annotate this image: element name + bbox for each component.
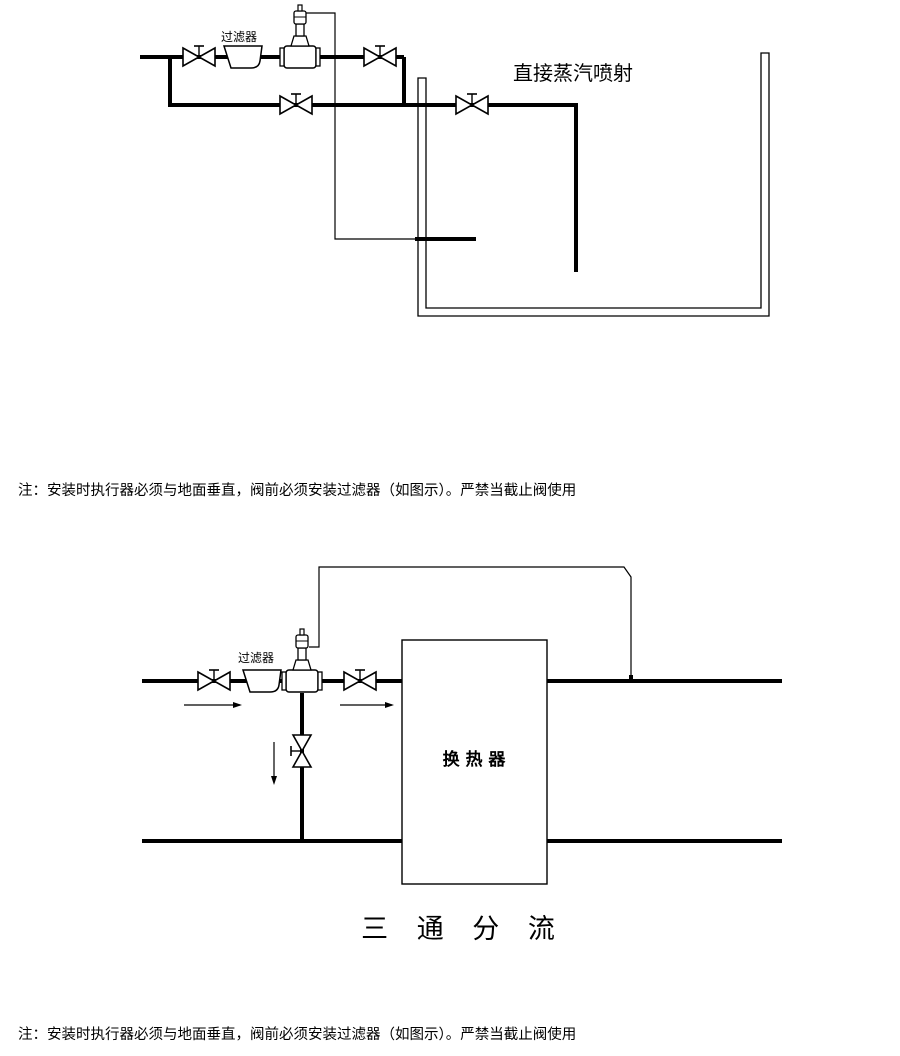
d2-inlet-gate-valve [197,669,231,691]
d1-injection-pipe [404,103,578,272]
d2-temperature-sensor [629,675,633,681]
d1-filter [223,45,263,69]
d2-heat-exchanger-label: 换 热 器 [443,749,507,770]
d2-sensing-line [309,566,632,681]
diagram2-three-way-diverting: 换 热 器 过滤器 三 通 分 流 [142,566,782,945]
d2-installation-note: 注：安装时执行器必须与地面垂直，阀前必须安装过滤器（如图示）。严禁当截止阀使用 [18,1027,577,1043]
d1-sensing-line [306,12,417,240]
d2-outlet-gate-valve [343,669,377,691]
d2-flow-arrow-inlet [184,702,242,708]
d2-bypass-gate-valve [290,734,312,768]
d2-heat-exchanger [401,639,548,885]
d1-control-valve [279,4,321,69]
d1-title: 直接蒸汽喷射 [513,61,633,85]
diagram1-steam-injection: 过滤器 直接蒸汽喷射 [140,4,770,317]
d1-steam-gate-valve [455,93,489,115]
d1-filter-label: 过滤器 [221,30,257,44]
d1-inlet-gate-valve [182,45,216,67]
d1-bypass-gate-valve [279,93,313,115]
d2-filter [242,669,282,693]
d2-three-way-valve [281,628,323,693]
d1-outlet-gate-valve [363,45,397,67]
d1-tank [417,52,770,317]
d2-flow-arrow-outlet [340,702,394,708]
d2-filter-label: 过滤器 [238,651,274,665]
d1-installation-note: 注：安装时执行器必须与地面垂直，阀前必须安装过滤器（如图示）。严禁当截止阀使用 [18,483,577,499]
d2-title: 三 通 分 流 [361,914,565,945]
d2-flow-arrow-bypass [271,742,277,785]
